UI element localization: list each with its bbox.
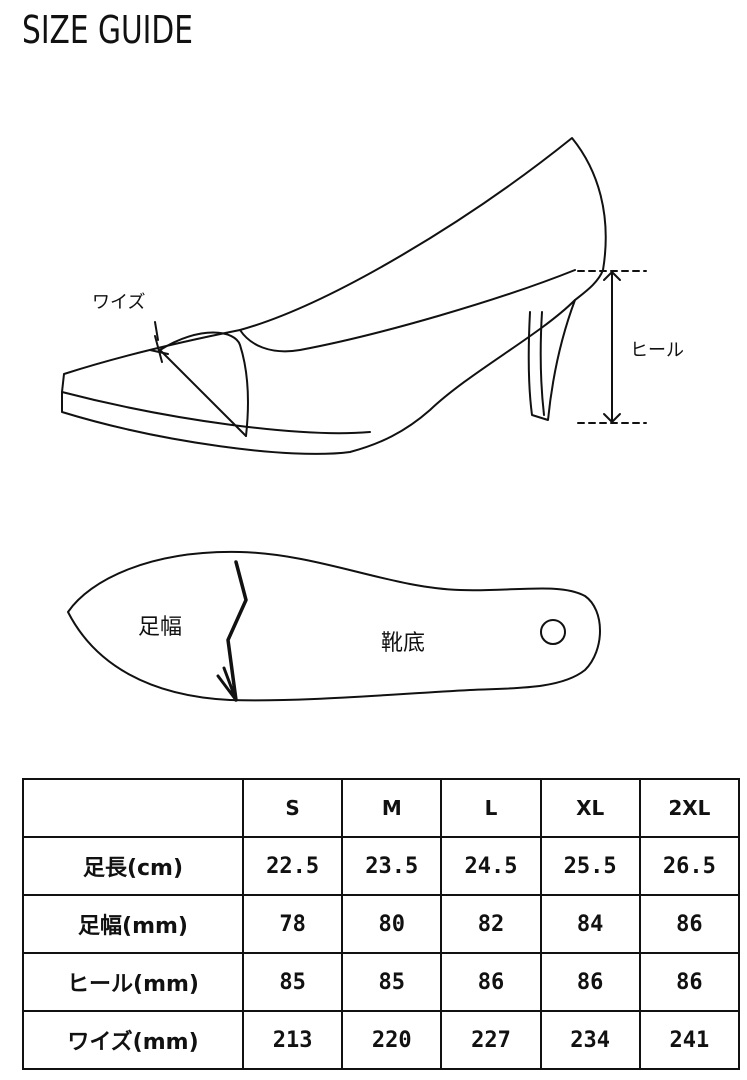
table-row: 足長(cm) 22.5 23.5 24.5 25.5 26.5 (22, 836, 741, 896)
table-cell: 227 (440, 1010, 542, 1070)
row-label: 足長(cm) (22, 836, 244, 896)
table-cell: 86 (539, 952, 641, 1012)
row-label: ワイズ(mm) (22, 1010, 244, 1070)
header-corner (22, 778, 244, 838)
heel (527, 299, 576, 421)
header-xl: XL (539, 778, 641, 838)
table-cell: 24.5 (440, 836, 542, 896)
header-s: S (241, 778, 344, 838)
table-cell: 241 (638, 1010, 741, 1070)
shoe-topline (239, 269, 576, 353)
table-cell: 23.5 (341, 836, 443, 896)
table-cell: 220 (341, 1010, 443, 1070)
insole-outline (67, 550, 601, 702)
row-label: 足幅(mm) (22, 894, 244, 954)
insole-hole (540, 619, 566, 645)
sole-label: 靴底 (381, 631, 425, 656)
table-cell: 213 (241, 1010, 344, 1070)
heel-label: ヒール (630, 340, 684, 361)
table-cell: 82 (440, 894, 542, 954)
table-cell: 86 (638, 894, 741, 954)
table-row: ヒール(mm) 85 85 86 86 86 (22, 952, 741, 1012)
table-cell: 25.5 (539, 836, 641, 896)
table-row: 足幅(mm) 78 80 82 84 86 (22, 894, 741, 954)
table-cell: 85 (241, 952, 344, 1012)
foot-width-label: 足幅 (138, 615, 182, 640)
table-header-row: S M L XL 2XL (22, 778, 741, 838)
table-cell: 80 (341, 894, 443, 954)
shoe-illustration: ワイズ ヒール 足幅 靴底 (61, 137, 684, 702)
table-cell: 84 (539, 894, 641, 954)
header-m: M (341, 778, 443, 838)
wise-label: ワイズ (92, 292, 145, 313)
shoe-outline (61, 137, 607, 455)
wise-curve (159, 331, 249, 437)
header-2xl: 2XL (638, 778, 741, 838)
table-cell: 234 (539, 1010, 641, 1070)
table-cell: 26.5 (638, 836, 741, 896)
table-cell: 86 (638, 952, 741, 1012)
table-cell: 85 (341, 952, 443, 1012)
page-title: SIZE GUIDE (22, 8, 193, 52)
table-cell: 86 (440, 952, 542, 1012)
table-cell: 78 (241, 894, 344, 954)
header-l: L (440, 778, 542, 838)
table-cell: 22.5 (241, 836, 344, 896)
sole-line (61, 391, 371, 435)
size-table: S M L XL 2XL 足長(cm) 22.5 23.5 24.5 25.5 … (22, 778, 741, 1070)
table-row: ワイズ(mm) 213 220 227 234 241 (22, 1010, 741, 1070)
row-label: ヒール(mm) (22, 952, 244, 1012)
